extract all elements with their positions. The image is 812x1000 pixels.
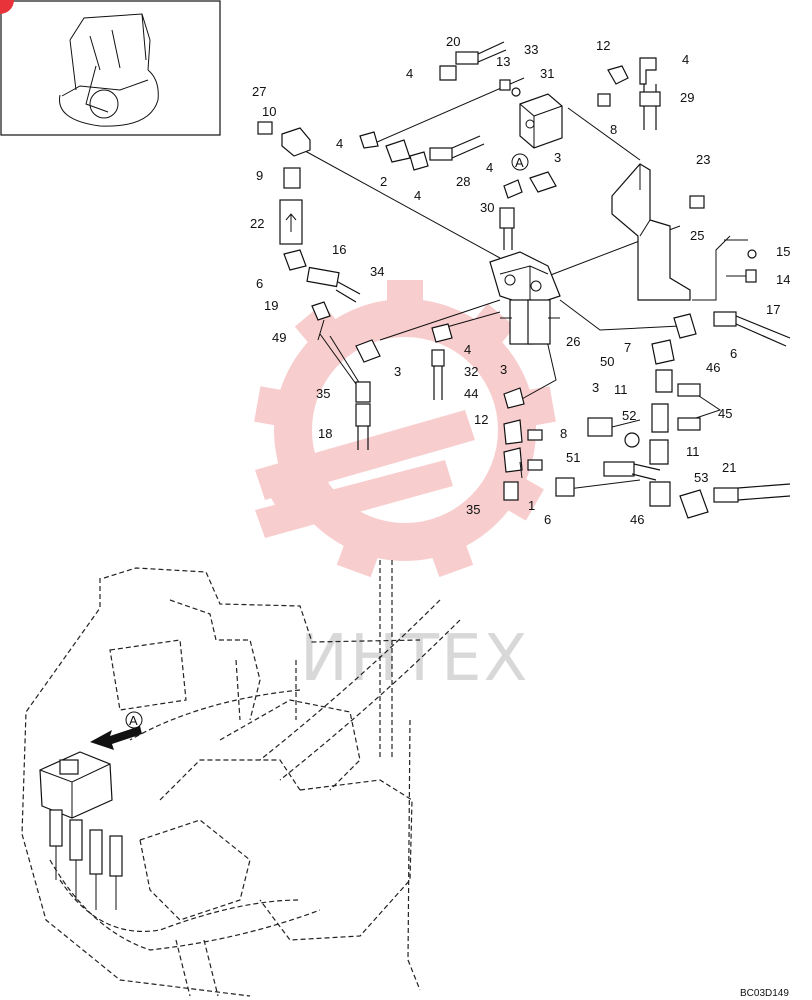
- callout-11: 11: [686, 444, 700, 459]
- callout-34: 34: [370, 264, 384, 279]
- callout-33: 33: [524, 42, 538, 57]
- lower-valve-block: [39, 751, 123, 910]
- callout-8: 8: [560, 426, 567, 441]
- machine-overview-inset: [0, 0, 221, 136]
- callout-35: 35: [316, 386, 330, 401]
- callout-32: 32: [464, 364, 478, 379]
- callout-22: 22: [250, 216, 264, 231]
- right-fittings-group: [555, 313, 791, 519]
- corner-marker-icon: [0, 0, 14, 14]
- callout-52: 52: [622, 408, 636, 423]
- callout-6: 6: [544, 512, 551, 527]
- callout-28: 28: [456, 174, 470, 189]
- callout-31: 31: [540, 66, 554, 81]
- drawing-code: BC03D149: [740, 988, 789, 999]
- callout-4: 4: [336, 136, 343, 151]
- machine-frame-outline: [21, 560, 461, 997]
- fitting-20-icon: [455, 51, 479, 65]
- callout-6: 6: [256, 276, 263, 291]
- callout-45: 45: [718, 406, 732, 421]
- callout-labels: 20 13 33 12 4 31 4 29 27 10 8 4 2 4 28 4…: [250, 34, 790, 527]
- callout-53: 53: [694, 470, 708, 485]
- watermark-text: ИНТЕХ: [300, 622, 529, 696]
- callout-35: 35: [466, 502, 480, 517]
- callout-3: 3: [592, 380, 599, 395]
- callout-7: 7: [624, 340, 631, 355]
- callout-14: 14: [776, 272, 790, 287]
- callout-13: 13: [496, 54, 510, 69]
- view-marker-label-upper: A: [515, 155, 524, 170]
- view-arrow-a: A: [90, 711, 143, 750]
- callout-4: 4: [486, 160, 493, 175]
- callout-4: 4: [682, 52, 689, 67]
- callout-25: 25: [690, 228, 704, 243]
- callout-15: 15: [776, 244, 790, 259]
- callout-10: 10: [262, 104, 276, 119]
- callout-51: 51: [566, 450, 580, 465]
- valve-assembly-26: [489, 251, 561, 345]
- callout-1: 1: [528, 498, 535, 513]
- callout-6: 6: [730, 346, 737, 361]
- callout-3: 3: [394, 364, 401, 379]
- callout-11: 11: [614, 382, 628, 397]
- callout-23: 23: [696, 152, 710, 167]
- callout-46: 46: [706, 360, 720, 375]
- callout-21: 21: [722, 460, 736, 475]
- callout-20: 20: [446, 34, 460, 49]
- callout-27: 27: [252, 84, 266, 99]
- callout-3: 3: [554, 150, 561, 165]
- callout-9: 9: [256, 168, 263, 183]
- callout-2: 2: [380, 174, 387, 189]
- upper-fittings-group: A: [257, 41, 791, 347]
- callout-12: 12: [474, 412, 488, 427]
- left-fittings-group: [319, 323, 543, 501]
- callout-50: 50: [600, 354, 614, 369]
- callout-44: 44: [464, 386, 478, 401]
- callout-3: 3: [500, 362, 507, 377]
- callout-17: 17: [766, 302, 780, 317]
- callout-4: 4: [406, 66, 413, 81]
- callout-30: 30: [480, 200, 494, 215]
- watermark-gear-logo: [254, 280, 556, 578]
- callout-19: 19: [264, 298, 278, 313]
- callout-29: 29: [680, 90, 694, 105]
- view-marker-label-lower: A: [129, 713, 138, 728]
- callout-46: 46: [630, 512, 644, 527]
- callout-16: 16: [332, 242, 346, 257]
- callout-12: 12: [596, 38, 610, 53]
- callout-4: 4: [464, 342, 471, 357]
- callout-8: 8: [610, 122, 617, 137]
- callout-49: 49: [272, 330, 286, 345]
- callout-26: 26: [566, 334, 580, 349]
- callout-18: 18: [318, 426, 332, 441]
- callout-4: 4: [414, 188, 421, 203]
